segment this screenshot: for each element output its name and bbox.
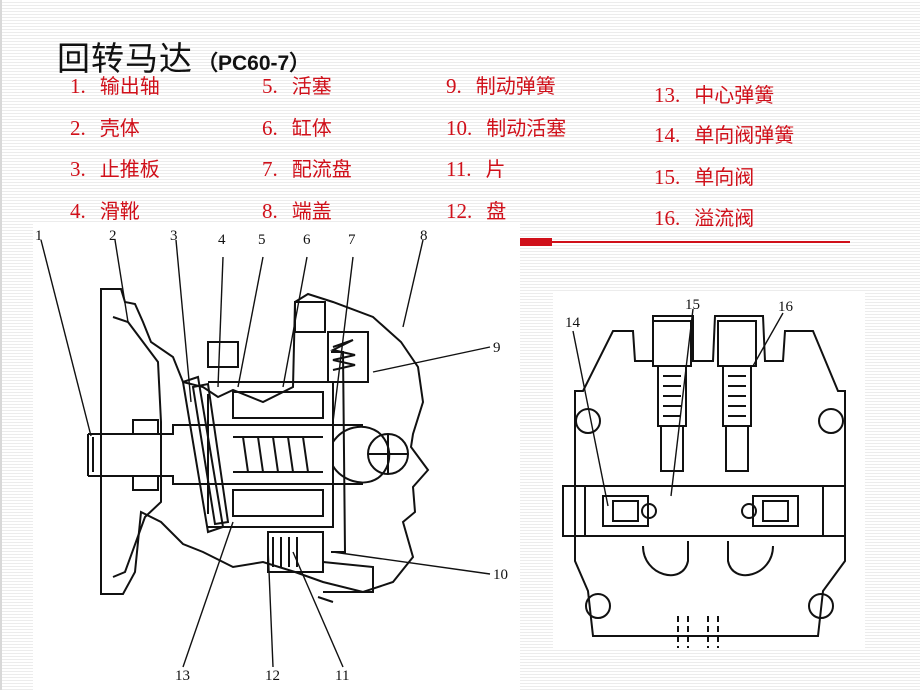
label-13: 13 (175, 668, 190, 684)
legend-item-15: 15.单向阀 (654, 165, 755, 189)
valve-section-diagram: 14 15 16 (553, 291, 865, 648)
label-15: 15 (685, 297, 700, 313)
label-5: 5 (258, 232, 266, 248)
legend-item-9: 9.制动弹簧 (446, 74, 556, 98)
legend-item-11: 11.片 (446, 157, 506, 181)
label-11: 11 (335, 668, 349, 684)
label-16: 16 (778, 299, 794, 315)
accent-bar (517, 238, 552, 246)
label-2: 2 (109, 228, 117, 244)
label-9: 9 (493, 340, 501, 356)
legend-item-6: 6.缸体 (262, 116, 332, 140)
label-12: 12 (265, 668, 280, 684)
legend-item-7: 7.配流盘 (262, 157, 352, 181)
accent-line (552, 241, 850, 243)
label-3: 3 (170, 228, 178, 244)
label-8: 8 (420, 228, 428, 244)
legend-item-10: 10.制动活塞 (446, 116, 567, 140)
legend-item-13: 13.中心弹簧 (654, 83, 775, 107)
label-14: 14 (565, 315, 581, 331)
title-model: （PC60-7） (197, 52, 311, 75)
label-6: 6 (303, 232, 311, 248)
label-10: 10 (493, 567, 508, 583)
legend-item-4: 4.滑靴 (70, 199, 140, 223)
swing-motor-section-svg: 1 2 3 4 5 6 7 8 9 10 11 12 13 (35, 228, 508, 684)
slide-left-border (0, 0, 2, 690)
label-7: 7 (348, 232, 356, 248)
legend-item-8: 8.端盖 (262, 199, 332, 223)
legend-item-1: 1.输出轴 (70, 74, 160, 98)
slide-title: 回转马达 （PC60-7） (57, 32, 310, 80)
swing-motor-section-diagram: 1 2 3 4 5 6 7 8 9 10 11 12 13 (33, 222, 520, 690)
title-main: 回转马达 (57, 39, 193, 78)
label-4: 4 (218, 232, 226, 248)
legend-item-12: 12.盘 (446, 199, 507, 223)
legend-item-14: 14.单向阀弹簧 (654, 123, 795, 147)
legend-item-2: 2.壳体 (70, 116, 140, 140)
legend-item-16: 16.溢流阀 (654, 206, 755, 230)
valve-section-svg: 14 15 16 (562, 297, 846, 648)
legend-item-3: 3.止推板 (70, 157, 160, 181)
label-1: 1 (35, 228, 43, 244)
legend-item-5: 5.活塞 (262, 74, 332, 98)
